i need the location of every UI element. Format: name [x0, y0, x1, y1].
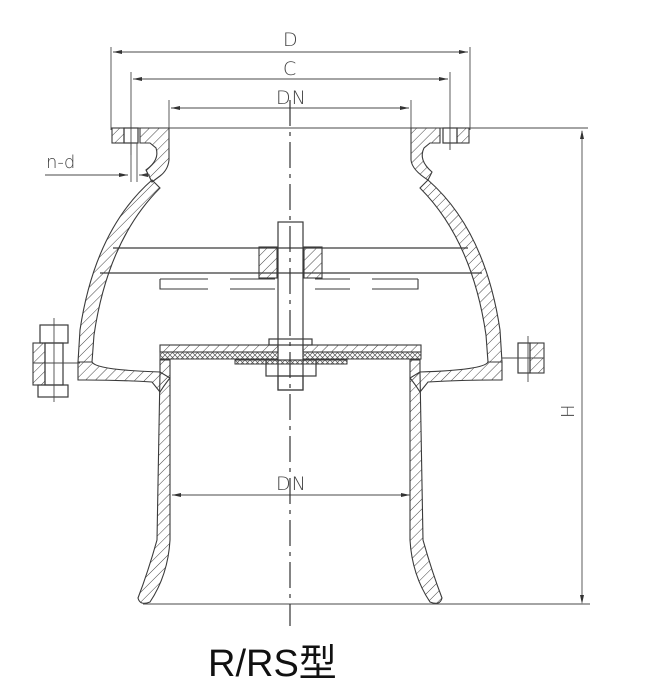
dimension-d: D	[110, 29, 471, 130]
dimension-h: H	[558, 130, 584, 604]
lower-pipe-left	[137, 371, 171, 604]
dimension-c: C	[130, 58, 451, 155]
top-flange-right	[410, 127, 470, 181]
dome-shell-right	[419, 179, 503, 363]
dimension-h-label: H	[558, 404, 579, 418]
dimension-dn-bottom: DN	[172, 473, 410, 497]
stem-hub-left	[258, 246, 278, 279]
top-flange-left	[111, 127, 170, 183]
dimension-dn-bottom-label: DN	[276, 473, 307, 495]
dome-shell-left	[77, 179, 161, 363]
float-plate	[159, 278, 419, 290]
stem-hub-right	[303, 246, 323, 279]
valve-disc	[159, 344, 422, 391]
lower-pipe-right	[409, 371, 443, 604]
dimension-n-d: n-d	[45, 152, 150, 177]
dimension-d-label: D	[283, 29, 299, 51]
dimension-c-label: C	[283, 58, 297, 80]
middle-flange-right	[409, 336, 545, 393]
dimension-n-d-label: n-d	[46, 152, 75, 173]
dimension-dn-top-label: DN	[276, 87, 307, 109]
drawing-title: R/RS型	[208, 643, 337, 685]
middle-flange-left	[32, 318, 171, 402]
